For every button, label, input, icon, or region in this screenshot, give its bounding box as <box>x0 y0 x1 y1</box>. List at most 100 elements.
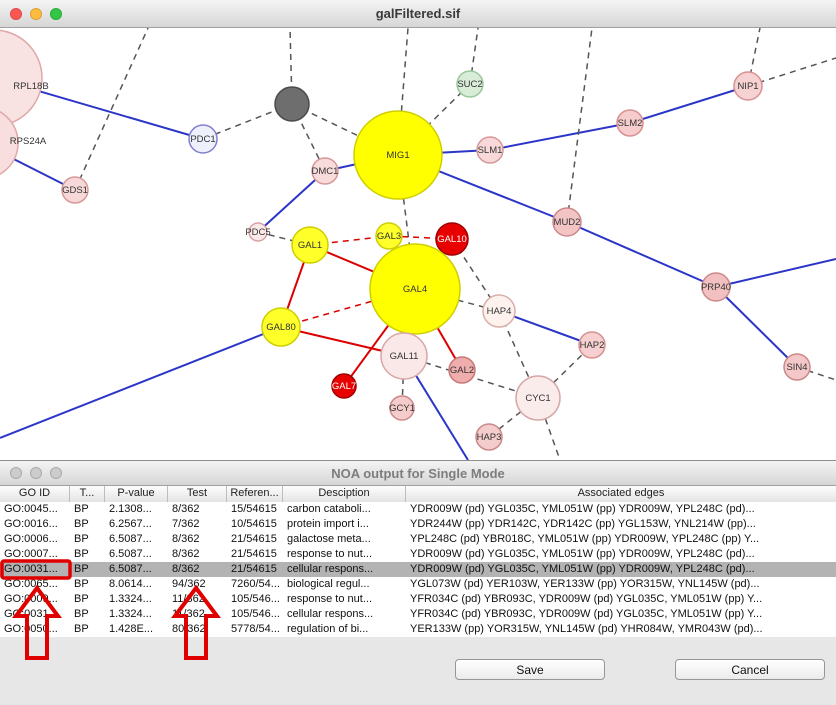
column-header[interactable]: Test <box>168 486 227 502</box>
column-header[interactable]: Desciption <box>283 486 406 502</box>
table-cell: BP <box>74 548 89 560</box>
graph-edge <box>291 103 399 156</box>
graph-node-sin4[interactable] <box>783 353 811 381</box>
graph-node-label: GDS1 <box>62 185 88 196</box>
table-cell: GO:0065... <box>4 578 58 590</box>
graph-node-hap3[interactable] <box>475 423 503 451</box>
column-header[interactable]: T... <box>70 486 105 502</box>
graph-node-nip1[interactable] <box>733 71 763 101</box>
graph-node-gds1[interactable] <box>61 176 89 204</box>
close-button[interactable] <box>10 467 22 479</box>
graph-node-gal80[interactable] <box>261 307 301 347</box>
table-cell: GO:0009... <box>4 593 58 605</box>
graph-edge <box>629 85 749 124</box>
graph-node-slm2[interactable] <box>616 109 644 137</box>
table-cell: 8/362 <box>172 503 200 515</box>
graph-node-label: RPS24A <box>10 136 47 147</box>
minimize-button[interactable] <box>30 467 42 479</box>
column-header[interactable]: P-value <box>105 486 168 502</box>
close-button[interactable] <box>10 7 22 20</box>
graph-edge <box>747 57 836 87</box>
graph-node-prp40[interactable] <box>701 272 731 302</box>
graph-node-suc2[interactable] <box>456 70 484 98</box>
table-cell: 21/54615 <box>231 533 277 545</box>
graph-node-gal7[interactable] <box>331 373 357 399</box>
graph-node-label: MUD2 <box>554 217 581 228</box>
table-cell: biological regul... <box>287 578 370 590</box>
table-cell: BP <box>74 608 89 620</box>
table-cell: cellular respons... <box>287 563 374 575</box>
graph-node-label: RPL18B <box>13 81 48 92</box>
table-cell: GO:0031... <box>4 563 58 575</box>
graph-node-hap4[interactable] <box>482 294 516 328</box>
graph-node-gray[interactable] <box>274 86 310 122</box>
network-window-titlebar: galFiltered.sif <box>0 0 836 28</box>
graph-node-mud2[interactable] <box>552 207 582 237</box>
table-cell: YDR009W (pd) YGL035C, YML051W (pp) YDR00… <box>410 503 755 515</box>
table-cell: 8/362 <box>172 563 200 575</box>
graph-node-gal1[interactable] <box>291 226 329 264</box>
graph-node-dmc1[interactable] <box>311 157 339 185</box>
graph-node-pdc1[interactable] <box>188 124 218 154</box>
graph-node-label: MIG1 <box>386 150 409 161</box>
table-cell: 1.428E... <box>109 623 154 635</box>
graph-node-gal4[interactable] <box>369 243 461 335</box>
graph-node-label: HAP3 <box>477 432 502 443</box>
graph-node-gal11[interactable] <box>380 332 428 380</box>
table-cell: 105/546... <box>231 608 280 620</box>
graph-node-gal2[interactable] <box>448 356 476 384</box>
table-cell: BP <box>74 593 89 605</box>
column-header[interactable]: GO ID <box>0 486 70 502</box>
table-cell: 8/362 <box>172 548 200 560</box>
graph-node-rpl18b[interactable] <box>0 29 43 127</box>
graph-node-label: PDC1 <box>190 134 215 145</box>
save-button[interactable]: Save <box>455 659 605 680</box>
table-cell: YGL073W (pd) YER103W, YER133W (pp) YOR31… <box>410 578 760 590</box>
table-cell: GO:0006... <box>4 533 58 545</box>
graph-node-slm1[interactable] <box>476 136 504 164</box>
traffic-lights-inactive <box>10 467 62 479</box>
graph-node-label: HAP4 <box>487 306 512 317</box>
zoom-button[interactable] <box>50 7 62 20</box>
graph-node-label: GAL7 <box>332 381 356 392</box>
table-cell: YPL248C (pd) YBR018C, YML051W (pp) YDR00… <box>410 533 760 545</box>
column-header[interactable]: Associated edges <box>406 486 836 502</box>
graph-node-hap2[interactable] <box>578 331 606 359</box>
graph-node-cyc1[interactable] <box>515 375 561 421</box>
graph-node-gal10[interactable] <box>435 222 469 256</box>
table-cell: 11/362 <box>172 608 205 620</box>
graph-node-gal3[interactable] <box>375 222 403 250</box>
graph-node-rps24a[interactable] <box>0 107 19 179</box>
graph-edge <box>796 366 836 381</box>
cancel-button[interactable]: Cancel <box>675 659 825 680</box>
graph-node-mig1[interactable] <box>353 110 443 200</box>
table-cell: YDR244W (pp) YDR142C, YDR142C (pp) YGL15… <box>410 518 756 530</box>
zoom-button[interactable] <box>50 467 62 479</box>
table-cell: YER133W (pp) YOR315W, YNL145W (pd) YHR08… <box>410 623 763 635</box>
graph-edge <box>715 258 836 288</box>
table-cell: 94/362 <box>172 578 206 590</box>
graph-node-label: GAL80 <box>266 322 296 333</box>
minimize-button[interactable] <box>30 7 42 20</box>
table-cell: YFR034C (pd) YBR093C, YDR009W (pd) YGL03… <box>410 608 763 620</box>
table-cell: 6.5087... <box>109 533 152 545</box>
graph-node-label: PRP40 <box>701 282 731 293</box>
graph-node-pdc5[interactable] <box>248 222 268 242</box>
column-header[interactable]: Referen... <box>227 486 283 502</box>
table-cell: 5778/54... <box>231 623 280 635</box>
graph-node-gcy1[interactable] <box>389 395 415 421</box>
